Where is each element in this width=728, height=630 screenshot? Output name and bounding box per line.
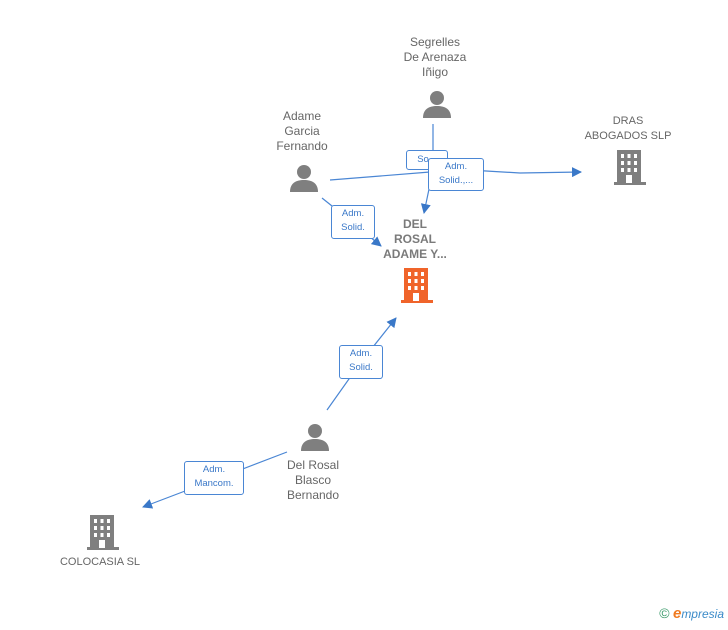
person-label-del-rosal-blasco[interactable]: Del Rosal Blasco Bernando [286,458,340,502]
company-label-colocasia[interactable]: COLOCASIA SL [59,556,141,568]
brand-logo-text: mpresia [681,607,724,621]
center-company-label[interactable]: DEL ROSAL ADAME Y... [383,217,447,261]
building-icon[interactable] [87,515,119,551]
person-icon[interactable] [300,422,330,452]
copyright-symbol: © [659,605,670,621]
edge-label-adm-solid-truncated[interactable]: Adm. Solid.,... [428,158,484,191]
person-label-adame-garcia[interactable]: Adame Garcia Fernando [276,109,328,153]
building-icon[interactable] [401,268,433,304]
person-icon[interactable] [422,89,452,119]
company-label-dras[interactable]: DRAS ABOGADOS SLP [584,115,672,142]
person-label-segrelles[interactable]: Segrelles De Arenaza Iñigo [403,35,467,79]
edge-label-adm-mancom[interactable]: Adm. Mancom. [184,461,244,495]
edge-label-adm-solid-blasco[interactable]: Adm. Solid. [339,345,383,379]
edge-adame-dras [329,171,431,181]
brand-footer: © empresia [659,605,724,622]
brand-logo-initial: e [672,605,682,622]
edge-label-adm-solid-adame[interactable]: Adm. Solid. [331,205,375,239]
person-icon[interactable] [289,163,319,193]
building-icon[interactable] [614,150,646,186]
